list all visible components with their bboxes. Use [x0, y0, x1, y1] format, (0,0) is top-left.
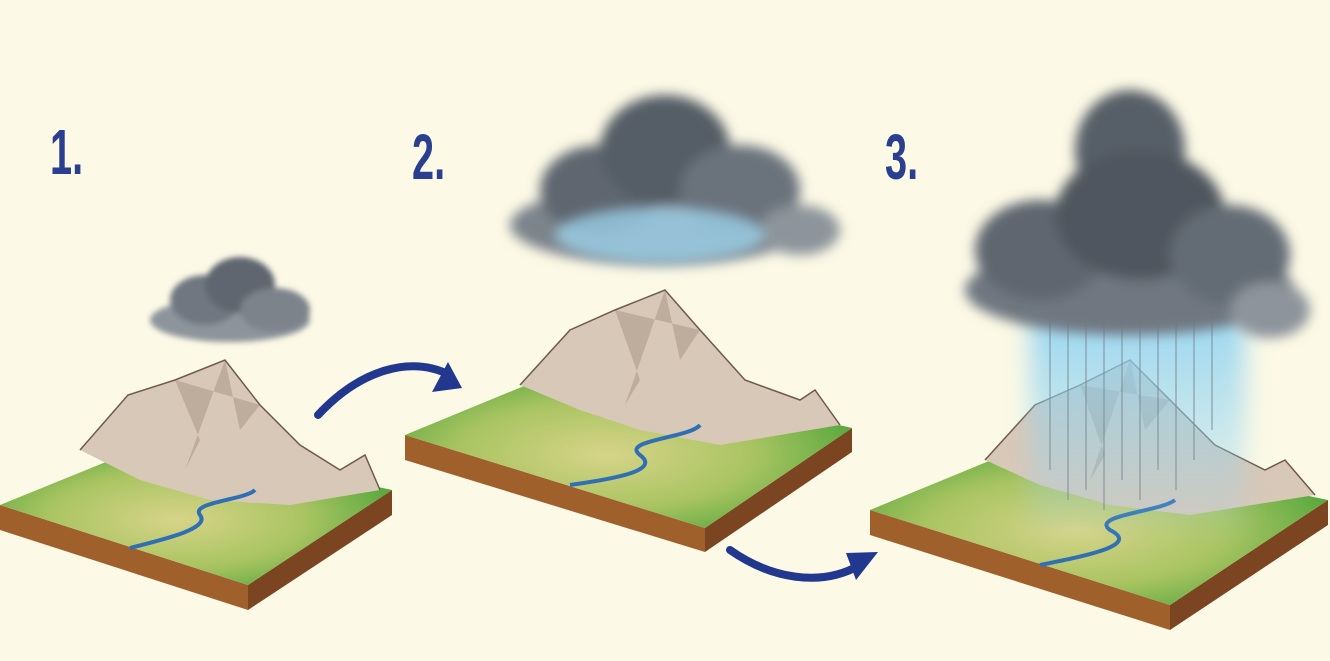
tile-1-soil-front — [0, 505, 248, 610]
arrow-head-2-to-3 — [846, 552, 878, 580]
tile-1-mountain-shadow — [175, 360, 260, 470]
landscape-tile-3 — [870, 90, 1328, 630]
tile-1-mountains — [80, 360, 380, 505]
tile-3-soil-front — [870, 510, 1170, 630]
rain-column — [1030, 300, 1245, 530]
arrow-step-1-to-2 — [314, 362, 454, 419]
cloud-2 — [510, 95, 840, 265]
tile-2-river — [569, 423, 702, 487]
step-2-label: 2. — [412, 121, 446, 193]
landscape-tile-1 — [0, 257, 392, 610]
landscape-tile-2 — [405, 95, 852, 552]
tile-2-soil-side — [705, 428, 852, 552]
tile-2-mountains — [520, 290, 840, 445]
tile-2-mountain-outline — [519, 289, 841, 426]
cloud-2-moisture — [555, 207, 765, 263]
tile-1-river — [129, 488, 257, 550]
step-3-label: 3. — [885, 121, 919, 193]
tile-1-mountain-outline — [79, 359, 381, 491]
arrow-step-2-to-3 — [726, 546, 864, 582]
tile-2-mountain-shadow — [615, 290, 700, 405]
arrow-head-1-to-2 — [432, 362, 462, 392]
step-1-label: 1. — [50, 116, 84, 188]
tile-2-soil-front — [405, 435, 705, 552]
tile-1-soil-side — [248, 490, 392, 610]
rain-streaks — [1049, 310, 1213, 510]
cloud-3 — [965, 90, 1310, 338]
cloud-1 — [150, 257, 310, 342]
tile-3-soil-side — [1170, 500, 1328, 630]
